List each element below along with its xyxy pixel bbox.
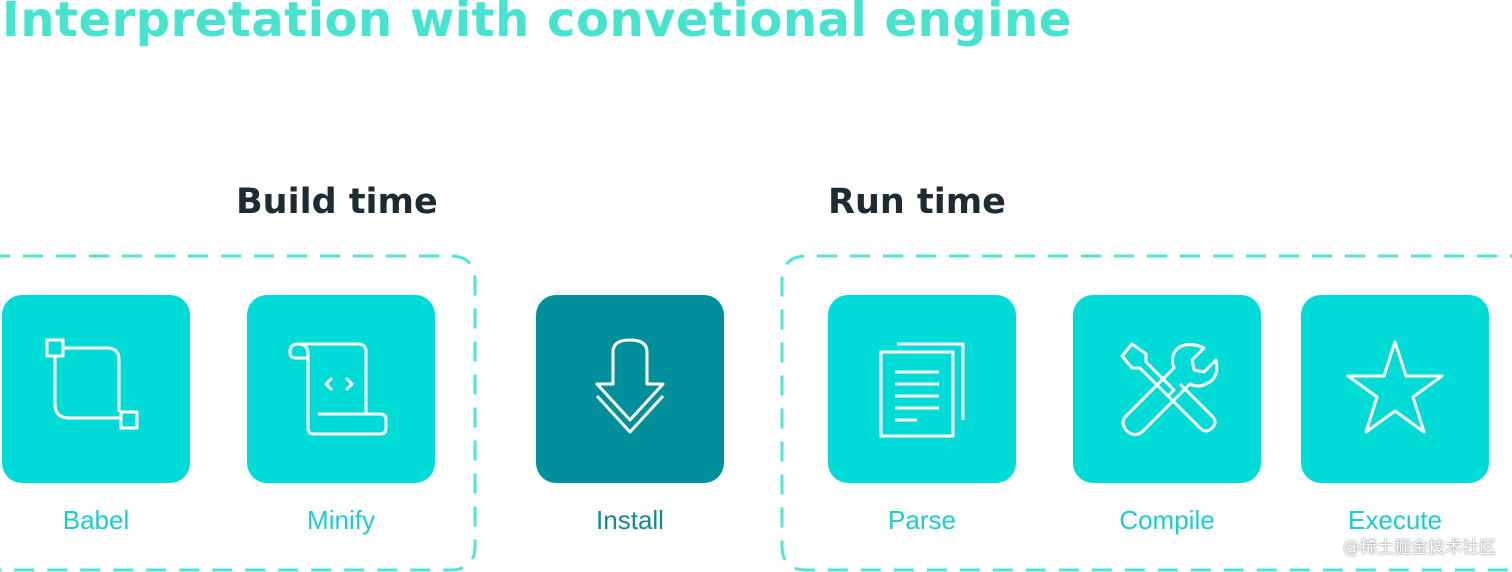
step-tile-install [536,295,724,483]
code-scroll-icon [288,342,388,436]
document-icon [879,342,965,438]
crop-icon [45,338,139,430]
run-time-heading: Run time [828,182,1006,222]
step-tile-compile [1073,295,1261,483]
step-label-parse: Parse [888,505,956,535]
step-label-install: Install [596,505,664,535]
page-title: Interpretation with convetional engine [2,0,1072,48]
step-tile-minify [247,295,435,483]
step-label-babel: Babel [62,505,130,535]
star-icon [1346,340,1444,434]
build-time-heading: Build time [236,182,438,222]
step-tile-babel [2,295,190,483]
download-arrow-icon [595,338,665,434]
step-label-execute: Execute [1348,505,1442,535]
tools-icon [1120,342,1219,437]
step-tile-parse [828,295,1016,483]
step-label-compile: Compile [1119,505,1215,535]
step-tile-execute [1301,295,1489,483]
step-label-minify: Minify [307,505,375,535]
watermark: @稀土掘金技术社区 [1343,538,1496,558]
